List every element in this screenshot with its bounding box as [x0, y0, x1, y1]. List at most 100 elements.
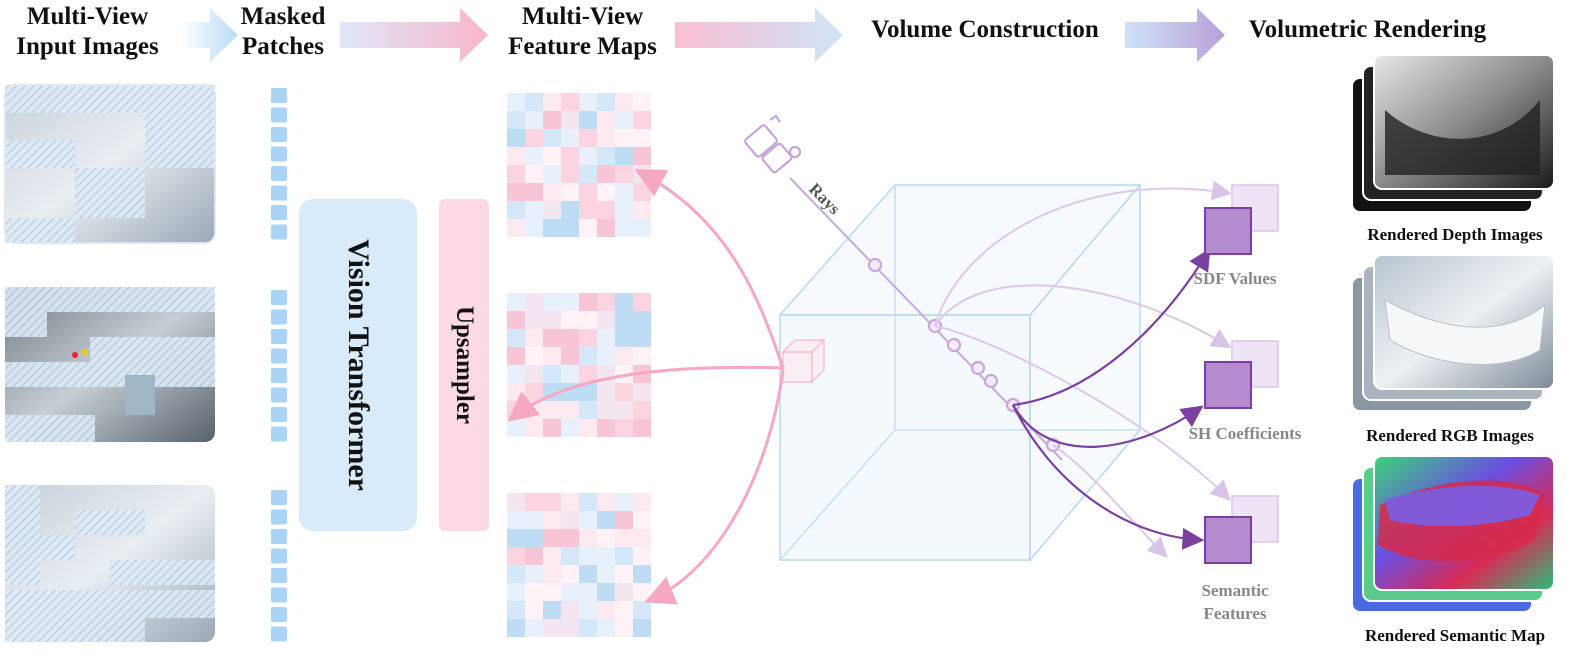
- input-image-1: [4, 84, 216, 244]
- patch-token: [271, 368, 287, 383]
- feature-cell: [579, 547, 597, 565]
- feature-cell: [561, 93, 579, 111]
- feature-cell: [543, 93, 561, 111]
- feature-cell: [561, 583, 579, 601]
- feature-cell: [597, 529, 615, 547]
- feature-cell: [633, 383, 651, 401]
- feature-cell: [525, 93, 543, 111]
- feature-cell: [525, 183, 543, 201]
- feature-cell: [633, 583, 651, 601]
- feature-cell: [507, 329, 525, 347]
- feature-cell: [597, 383, 615, 401]
- feature-cell: [615, 365, 633, 383]
- feature-volume: [778, 182, 1142, 563]
- feature-cell: [507, 365, 525, 383]
- feature-cell: [579, 511, 597, 529]
- feature-cell: [507, 111, 525, 129]
- patch-token: [271, 224, 287, 240]
- feature-cell: [633, 401, 651, 419]
- feature-cell: [615, 601, 633, 619]
- feature-cell: [507, 183, 525, 201]
- feature-cell: [561, 311, 579, 329]
- feature-cell: [615, 619, 633, 637]
- feature-cell: [579, 293, 597, 311]
- feature-cell: [633, 565, 651, 583]
- feature-cell: [633, 347, 651, 365]
- feature-cell: [615, 219, 633, 237]
- feature-cell: [579, 219, 597, 237]
- feature-cell: [561, 401, 579, 419]
- feature-cell: [525, 165, 543, 183]
- feature-cell: [507, 619, 525, 637]
- feature-cell: [579, 201, 597, 219]
- feature-cell: [579, 129, 597, 147]
- feature-cell: [543, 529, 561, 547]
- feature-cell: [579, 401, 597, 419]
- feature-cell: [561, 183, 579, 201]
- feature-cell: [507, 311, 525, 329]
- feature-cell: [543, 547, 561, 565]
- feature-cell: [525, 347, 543, 365]
- feature-cell: [525, 311, 543, 329]
- feature-cell: [615, 565, 633, 583]
- feature-cell: [561, 129, 579, 147]
- sh-coefficients-label: SH Coefficients: [1188, 424, 1302, 443]
- feature-cell: [525, 329, 543, 347]
- feature-cell: [579, 365, 597, 383]
- header-arrow-1: [180, 8, 238, 62]
- feature-cell: [543, 129, 561, 147]
- light-arrow-4: [1052, 444, 1168, 558]
- feature-cell: [597, 219, 615, 237]
- feature-cell: [597, 293, 615, 311]
- feature-cell: [633, 419, 651, 437]
- upsampler-label: Upsampler: [451, 305, 478, 425]
- sdf-values-label: SDF Values: [1193, 269, 1277, 288]
- feature-cell: [507, 293, 525, 311]
- feature-cell: [525, 129, 543, 147]
- light-arrow-2: [934, 284, 1232, 349]
- header-volumetric-rendering: Volumetric Rendering: [1248, 16, 1487, 43]
- feature-cell: [597, 165, 615, 183]
- header-masked-patches: Masked Patches: [240, 3, 326, 60]
- feature-cell: [561, 565, 579, 583]
- feature-cell: [543, 293, 561, 311]
- feature-cell: [525, 601, 543, 619]
- feature-cell: [615, 329, 633, 347]
- feature-cell: [615, 347, 633, 365]
- patch-token: [271, 490, 287, 505]
- feature-cell: [633, 111, 651, 129]
- feature-cell: [525, 493, 543, 511]
- rendered-depth-stack: [1351, 54, 1555, 213]
- feature-cell: [633, 329, 651, 347]
- feature-cell: [633, 601, 651, 619]
- patch-token: [271, 88, 287, 103]
- dark-arrow-sh: [1012, 404, 1204, 448]
- feature-cell: [525, 201, 543, 219]
- feature-cell: [507, 547, 525, 565]
- feature-cell: [543, 329, 561, 347]
- feature-cell: [597, 201, 615, 219]
- feature-cell: [525, 583, 543, 601]
- feature-cell: [507, 201, 525, 219]
- feature-cell: [579, 183, 597, 201]
- feature-cell: [525, 619, 543, 637]
- patch-token: [271, 426, 287, 442]
- feature-cell: [543, 201, 561, 219]
- feature-cell: [561, 147, 579, 165]
- feature-cell: [597, 419, 615, 437]
- feature-cell: [543, 401, 561, 419]
- feature-cell: [615, 583, 633, 601]
- header-arrow-3: [675, 8, 843, 62]
- feature-cell: [525, 147, 543, 165]
- feature-cell: [615, 511, 633, 529]
- feature-cell: [579, 111, 597, 129]
- feature-cell: [507, 347, 525, 365]
- header-arrow-2: [340, 8, 488, 62]
- feature-cell: [561, 165, 579, 183]
- feature-cell: [597, 129, 615, 147]
- feature-cell: [597, 147, 615, 165]
- feature-cell: [579, 329, 597, 347]
- feature-cell: [543, 347, 561, 365]
- feature-cell: [633, 201, 651, 219]
